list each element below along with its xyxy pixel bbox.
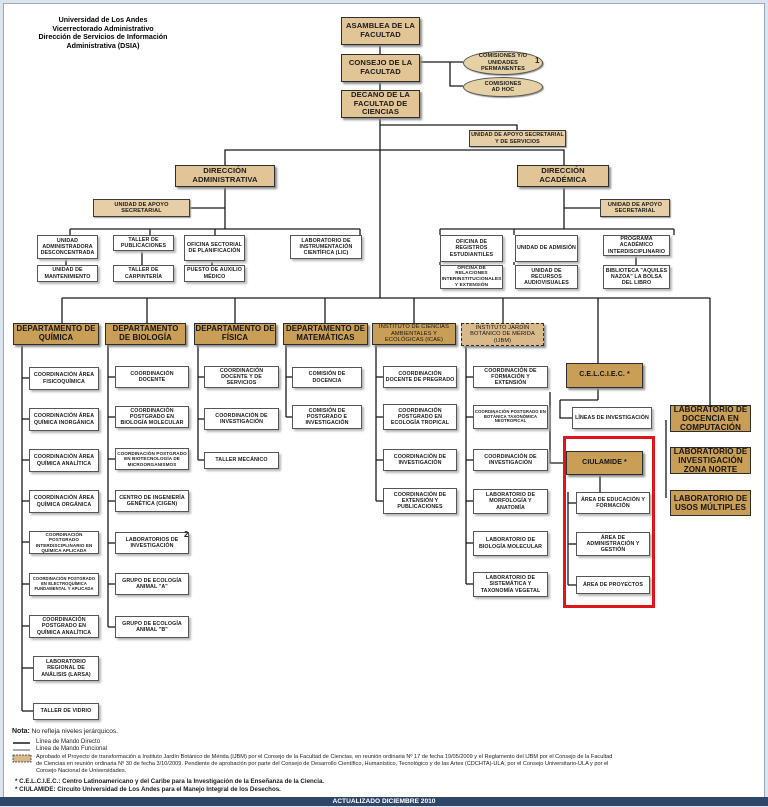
quimica-item-box: COORDINACIÓN POSTGRADO EN ELECTROQUÍMICA… <box>29 573 99 596</box>
header-line-2: Vicerrectorado Administrativo <box>52 24 154 33</box>
legend-box-text-2: de Ciencias en reunión ordinaria Nº 30 d… <box>36 761 609 767</box>
icae-item-box: COORDINACIÓN POSTGRADO EN ECOLOGÍA TROPI… <box>383 404 457 430</box>
quimica-item-box: COORDINACIÓN POSTGRADO INTERDISCIPLINARI… <box>29 531 99 554</box>
direccion-academica-box: DIRECCIÓN ACADÉMICA <box>517 165 609 187</box>
admin-unit-box: UNIDAD DE MANTENIMIENTO <box>37 265 98 282</box>
admin-unit-box: PUESTO DE AUXILIO MÉDICO <box>184 265 245 282</box>
biologia-item-box: COORDINACIÓN POSTGRADO EN BIOTECNOLOGÍA … <box>115 448 189 470</box>
legend-box-text-3: Consejo Nacional de Universidades. <box>36 768 127 774</box>
lab-usos-multiples-box: LABORATORIO DE USOS MÚLTIPLES <box>670 490 751 516</box>
ciulamide-area-box: ÁREA DE EDUCACIÓN Y FORMACIÓN <box>576 492 650 514</box>
matematicas-item-box: COMISIÓN DE POSTGRADO E INVESTIGACIÓN <box>292 405 362 429</box>
celciec-header: C.E.L.C.I.E.C. * <box>566 363 643 388</box>
academic-unit-box: UNIDAD DE RECURSOS AUDIOVISUALES <box>515 265 578 289</box>
ciulamide-footnote: * CIULAMIDE: Circuito Universidad de Los… <box>15 786 281 793</box>
laboratorios-footnote-mark: 2 <box>184 530 189 539</box>
consejo-box: CONSEJO DE LA FACULTAD <box>341 54 420 82</box>
header-line-4: Administrativa (DSIA) <box>66 41 140 50</box>
biologia-item-box: CENTRO DE INGENIERÍA GENÉTICA (CIGEN) <box>115 490 189 512</box>
ijbm-item-box: LABORATORIO DE BIOLOGÍA MOLECULAR <box>473 531 548 556</box>
legend-functional-label: Línea de Mando Funcional <box>36 746 108 752</box>
biologia-item-box: COORDINACIÓN POSTGRADO EN BIOLOGÍA MOLEC… <box>115 406 189 428</box>
matematicas-item-box: COMISIÓN DE DOCENCIA <box>292 367 362 388</box>
legend-direct-label: Línea de Mando Directo <box>36 739 101 745</box>
admin-unit-box: OFICINA SECTORIAL DE PLANIFICACIÓN <box>184 235 245 261</box>
dept-ijbm-header: INSTITUTO JARDÍN BOTÁNICO DE MÉRIDA (IJB… <box>461 323 544 346</box>
biologia-item-box: GRUPO DE ECOLOGÍA ANIMAL "B" <box>115 616 189 638</box>
ijbm-item-box: COORDINACIÓN DE FORMACIÓN Y EXTENSIÓN <box>473 366 548 388</box>
dept-biologia-header: DEPARTAMENTO DE BIOLOGÍA <box>105 323 186 345</box>
header-line-3: Dirección de Servicios de Información <box>38 33 168 41</box>
admin-unit-box: LABORATORIO DE INSTRUMENTACIÓN CIENTÍFIC… <box>290 235 362 259</box>
ciulamide-area-box: ÁREA DE ADMINISTRACIÓN Y GESTIÓN <box>576 532 650 556</box>
fisica-item-box: COORDINACIÓN DOCENTE Y DE SERVICIOS <box>204 366 279 388</box>
dept-matematicas-header: DEPARTAMENTO DE MATEMÁTICAS <box>283 323 368 345</box>
nota-text: No refleja niveles jerárquicos. <box>31 728 119 735</box>
fisica-item-box: TALLER MECÁNICO <box>204 452 279 469</box>
dept-quimica-header: DEPARTAMENTO DE QUÍMICA <box>13 323 99 345</box>
quimica-item-box: LABORATORIO REGIONAL DE ANÁLISIS (LARSA) <box>33 656 99 681</box>
diagram-frame <box>3 3 765 804</box>
biologia-item-box: COORDINACIÓN DOCENTE <box>115 366 189 388</box>
biologia-item-box: GRUPO DE ECOLOGÍA ANIMAL "A" <box>115 573 189 595</box>
celciec-footnote: * C.E.L.C.I.E.C.: Centro Latinoamericano… <box>15 778 325 785</box>
icae-item-box: COORDINACIÓN DE EXTENSIÓN Y PUBLICACIONE… <box>383 488 457 514</box>
dept-fisica-header: DEPARTAMENTO DE FÍSICA <box>194 323 276 345</box>
comisiones-adhoc-oval: COMISIONES AD HOC <box>463 77 543 97</box>
apoyo-secretarial-admin-box: UNIDAD DE APOYO SECRETARIAL <box>93 199 190 217</box>
academic-unit-box: PROGRAMA ACADÉMICO INTERDISCIPLINARIO <box>603 235 670 256</box>
nota-label: Nota: <box>12 728 30 735</box>
institution-header: Universidad de Los Andes Vicerrectorado … <box>23 16 183 50</box>
comisiones-permanentes-oval: COMISIONES Y/O UNIDADES PERMANENTES <box>463 51 543 75</box>
ciulamide-header: CIULAMIDE * <box>566 451 643 475</box>
quimica-item-box: COORDINACIÓN ÁREA QUÍMICA ORGÁNICA <box>29 490 99 513</box>
quimica-item-box: TALLER DE VIDRIO <box>33 703 99 720</box>
decano-box: DECANO DE LA FACULTAD DE CIENCIAS <box>341 90 420 118</box>
academic-unit-box: BIBLIOTECA "AQUILES NAZOA" LA BOLSA DEL … <box>603 265 670 289</box>
ciulamide-area-box: ÁREA DE PROYECTOS <box>576 576 650 594</box>
ijbm-item-box: LABORATORIO DE SISTEMÁTICA Y TAXONOMÍA V… <box>473 572 548 597</box>
lab-investigacion-zona-norte-box: LABORATORIO DE INVESTIGACIÓN ZONA NORTE <box>670 447 751 474</box>
unidad-apoyo-servicios-box: UNIDAD DE APOYO SECRETARIAL Y DE SERVICI… <box>469 130 566 147</box>
apoyo-secretarial-academic-box: UNIDAD DE APOYO SECRETARIAL <box>600 199 670 217</box>
header-line-1: Universidad de Los Andes <box>58 16 148 24</box>
quimica-item-box: COORDINACIÓN POSTGRADO EN QUÍMICA ANALÍT… <box>29 615 99 638</box>
academic-unit-box: OFICINA DE REGISTROS ESTUDIANTILES <box>440 235 503 262</box>
asamblea-box: ASAMBLEA DE LA FACULTAD <box>341 17 420 45</box>
dept-icae-header: INSTITUTO DE CIENCIAS AMBIENTALES Y ECOL… <box>372 323 456 345</box>
admin-unit-box: UNIDAD ADMINISTRADORA DESCONCENTRADA <box>37 235 98 259</box>
icae-item-box: COORDINACIÓN DE INVESTIGACIÓN <box>383 449 457 471</box>
direccion-administrativa-box: DIRECCIÓN ADMINISTRATIVA <box>175 165 275 187</box>
fisica-item-box: COORDINACIÓN DE INVESTIGACIÓN <box>204 408 279 430</box>
ijbm-item-box: COORDINACIÓN DE INVESTIGACIÓN <box>473 449 548 471</box>
lab-docencia-computacion-box: LABORATORIO DE DOCENCIA EN COMPUTACIÓN <box>670 405 751 432</box>
ciulamide-highlight-frame <box>563 436 655 608</box>
ijbm-item-box: LABORATORIO DE MORFOLOGÍA Y ANATOMÍA <box>473 489 548 514</box>
academic-unit-box: UNIDAD DE ADMISIÓN <box>515 235 578 262</box>
ijbm-item-box: COORDINACIÓN POSTGRADO EN BOTÁNICA TAXON… <box>473 405 548 429</box>
admin-unit-box: TALLER DE PUBLICACIONES <box>113 235 174 251</box>
quimica-item-box: COORDINACIÓN ÁREA QUÍMICA INORGÁNICA <box>29 408 99 431</box>
updated-footer-bar: ACTUALIZADO DICIEMBRE 2010 <box>0 797 768 806</box>
academic-unit-box: OFICINA DE RELACIONES INTERINSTITUCIONAL… <box>440 265 503 289</box>
quimica-item-box: COORDINACIÓN ÁREA QUÍMICA ANALÍTICA <box>29 449 99 472</box>
icae-item-box: COORDINACIÓN DOCENTE DE PREGRADO <box>383 366 457 388</box>
comisiones-footnote-mark: 1 <box>535 56 540 65</box>
admin-unit-box: TALLER DE CARPINTERÍA <box>113 265 174 282</box>
celciec-lineas-box: LÍNEAS DE INVESTIGACIÓN <box>572 407 652 429</box>
quimica-item-box: COORDINACIÓN ÁREA FISICOQUÍMICA <box>29 367 99 390</box>
legend-box-text-1: Aprobado el Proyecto de transformación a… <box>36 754 613 760</box>
biologia-item-box: LABORATORIOS DE INVESTIGACIÓN <box>115 532 189 554</box>
